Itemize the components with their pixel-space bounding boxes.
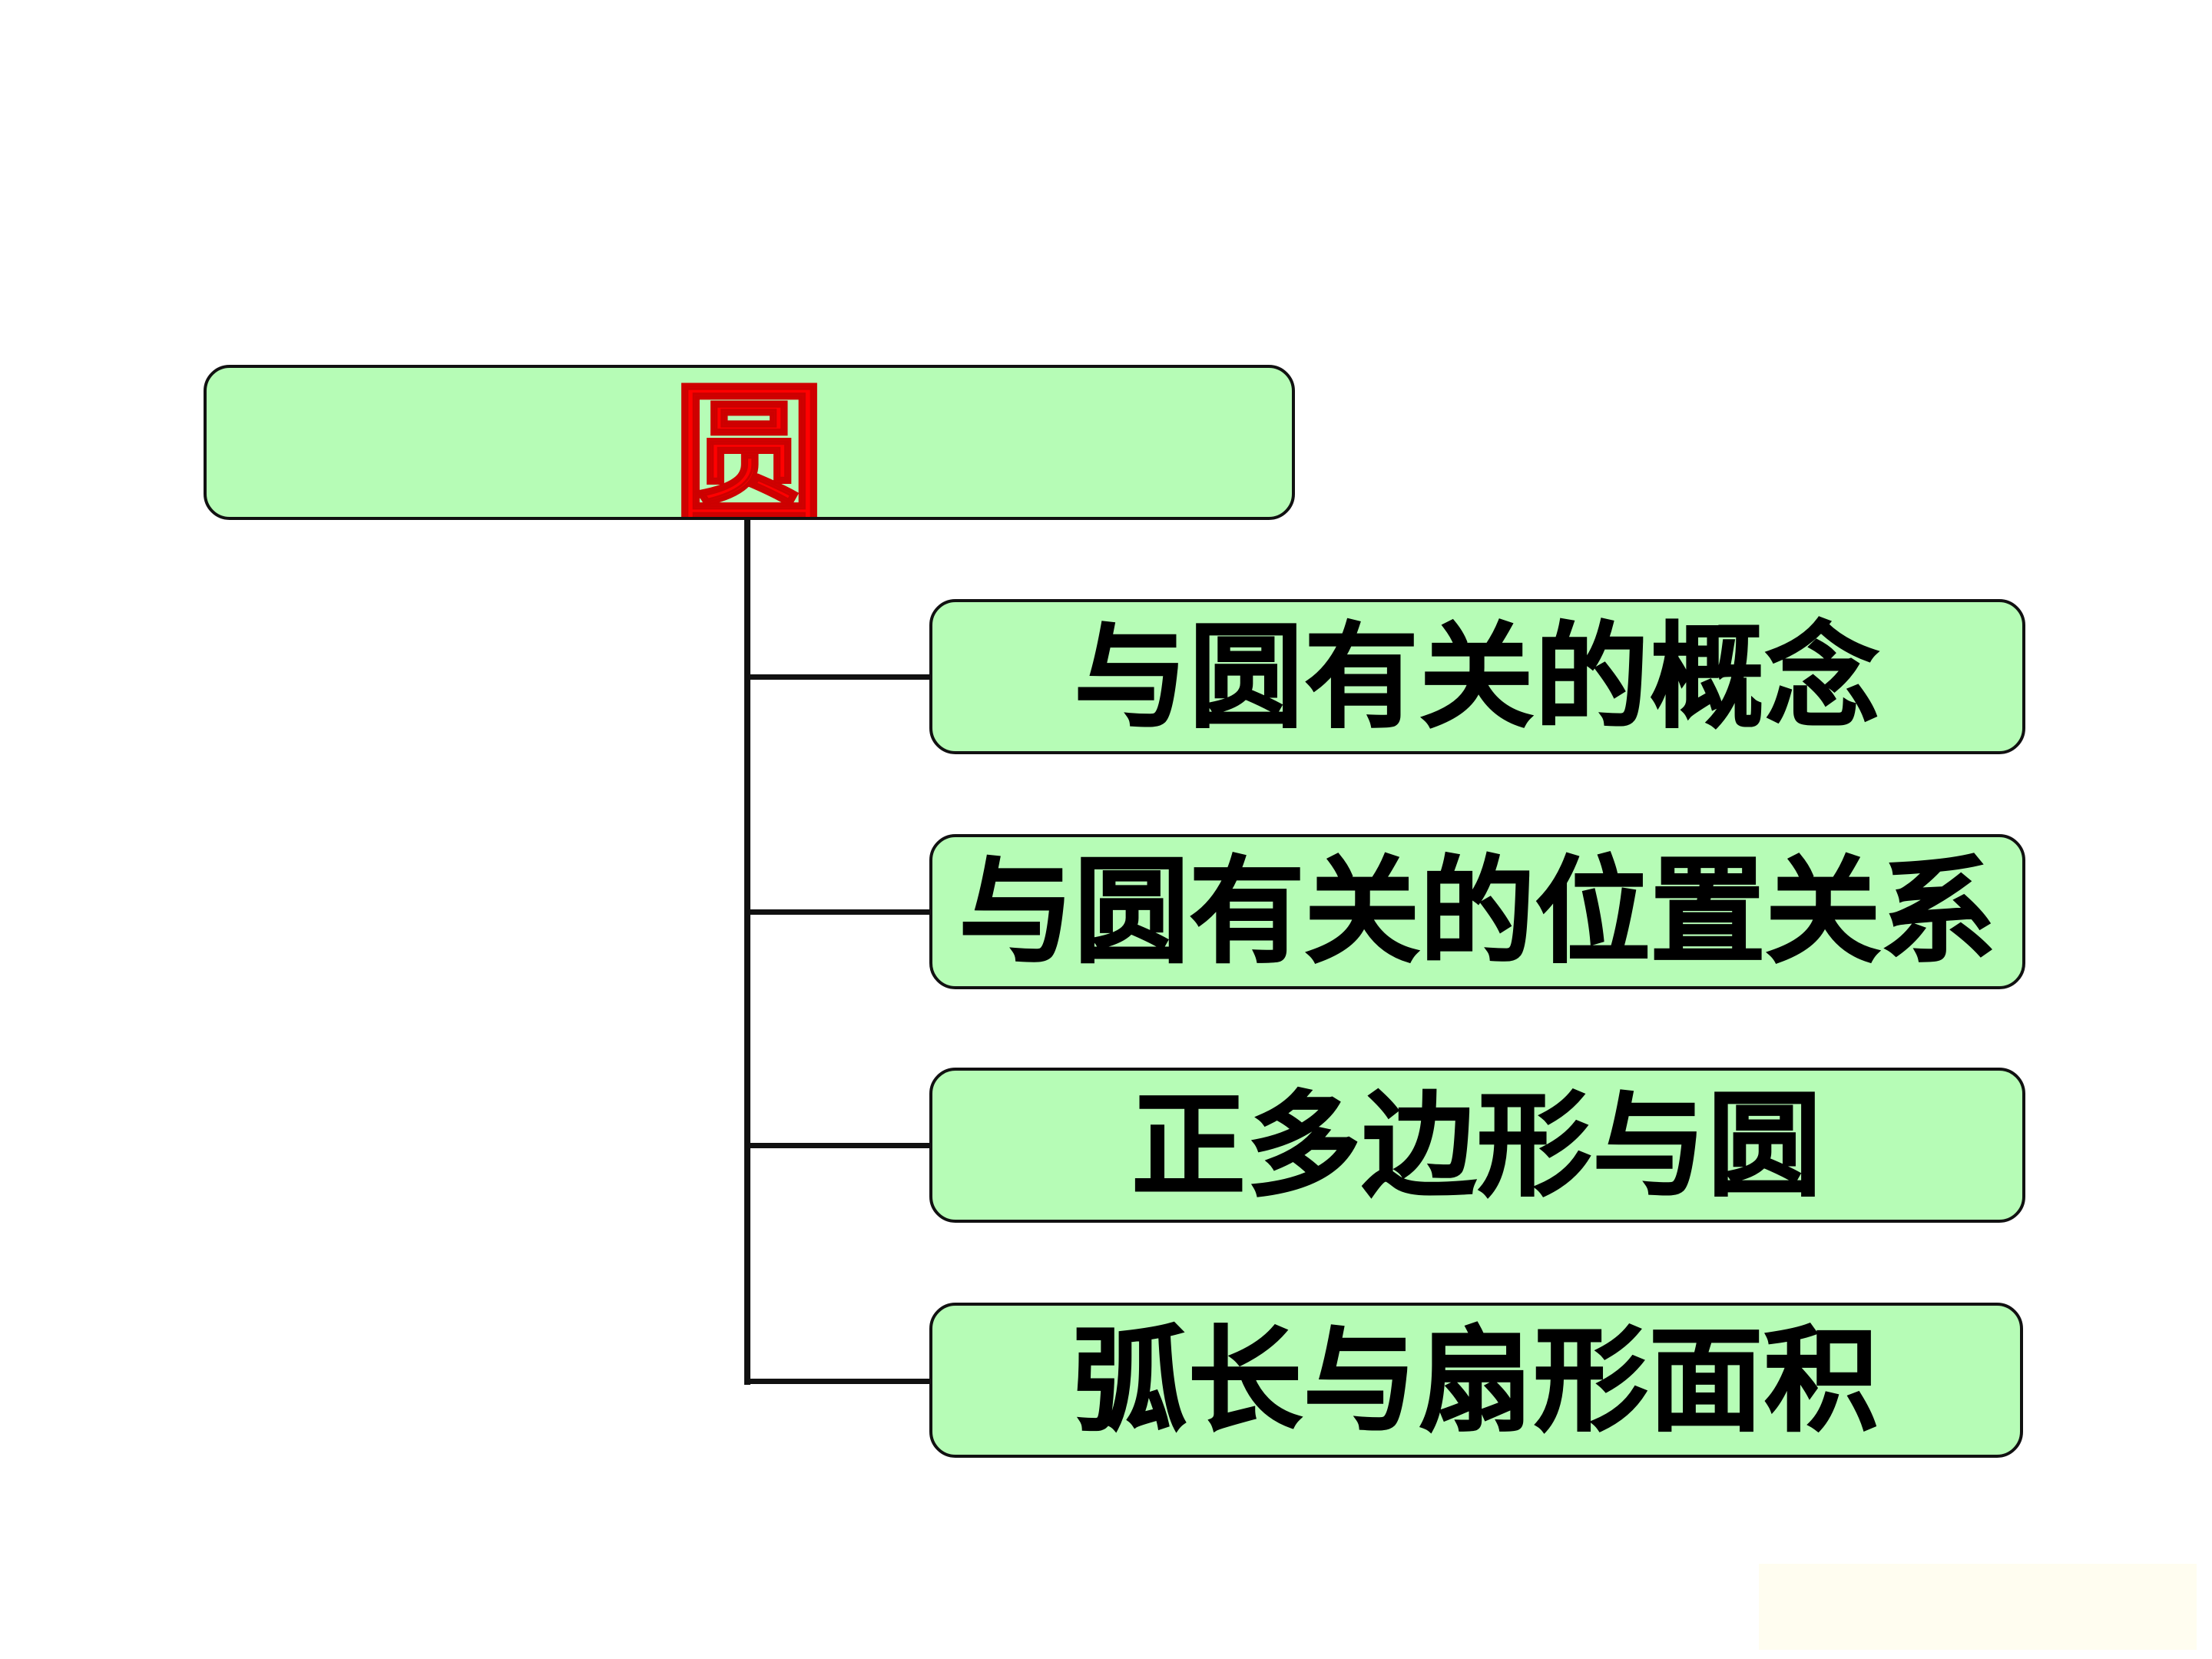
child-node-regular-polygons: 正多边形与圆 [929, 1068, 2025, 1223]
branch-connector-1 [744, 674, 931, 680]
branch-connector-4 [744, 1379, 931, 1384]
corner-background-patch [1759, 1564, 2197, 1650]
root-node: 圆 [204, 365, 1295, 520]
child-node-label: 弧长与扇形面积 [1072, 1313, 1879, 1447]
child-node-label: 与圆有关的位置关系 [958, 844, 1996, 979]
child-node-concepts: 与圆有关的概念 [929, 599, 2025, 754]
branch-connector-2 [744, 909, 931, 915]
branch-connector-3 [744, 1143, 931, 1148]
root-node-label: 圆 [671, 366, 827, 520]
child-node-label: 与圆有关的概念 [1074, 610, 1881, 743]
trunk-connector [744, 520, 750, 1385]
child-node-arc-sector-area: 弧长与扇形面积 [929, 1303, 2023, 1458]
child-node-label: 正多边形与圆 [1131, 1078, 1823, 1212]
child-node-positional-relations: 与圆有关的位置关系 [929, 834, 2025, 989]
